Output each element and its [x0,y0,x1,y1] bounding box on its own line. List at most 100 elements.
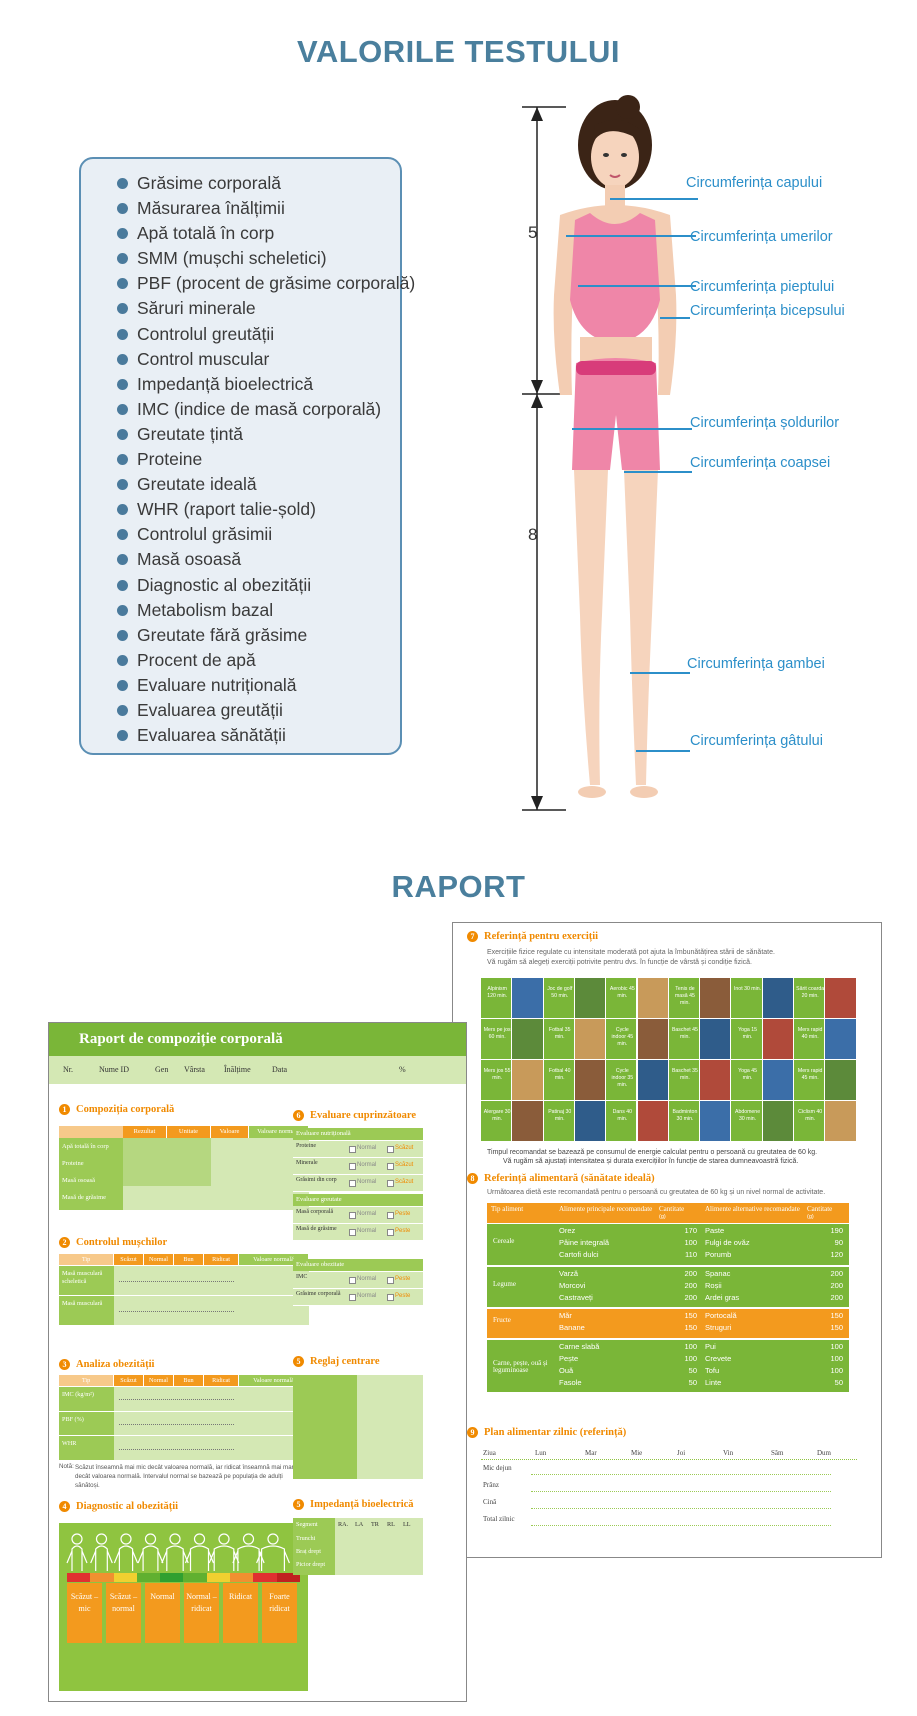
food-cell: Banane [559,1323,585,1333]
s1-col-header: Rezultat [123,1126,166,1138]
food-cell: 50 [688,1366,697,1375]
test-list-label: Greutate ideală [137,474,257,495]
checkbox[interactable] [387,1294,394,1301]
label-shoulder: Circumferința umerilor [690,229,833,245]
label-chest: Circumferința pieptului [690,279,835,295]
person-icon [137,1533,164,1571]
exercise-tile-label: Mers pe jos 60 min. [483,1027,511,1040]
header-field: Nr. [63,1065,73,1074]
food-cell: 90 [834,1238,843,1248]
person-icon [232,1533,265,1571]
bullet-icon [117,504,128,516]
food-cell: 200 [830,1280,843,1290]
exercise-photo [637,1019,668,1059]
test-list-label: Evaluarea greutății [137,699,283,720]
exercise-tile-label: Joc de golf 50 min. [547,986,573,999]
test-list-item: Metabolism bazal [117,598,415,623]
s6-block-title: Evaluare nutrițională [296,1130,351,1137]
range-col-header: Bun [174,1254,203,1265]
bullet-icon [117,704,128,716]
food-group-name: Carne, pește, ouă și leguminoase [493,1359,548,1374]
exercise-photo [512,1101,543,1141]
test-list-item: Evaluarea greutății [117,698,415,723]
bullet-icon [117,679,128,691]
obesity-level-label: Foarte ridicat [269,1592,290,1613]
range-col-header: Tip [59,1254,113,1265]
s6-row-label: Proteine [296,1143,316,1149]
food-cell: Fulgi de ovăz [705,1238,750,1248]
food-col-header: Cantitate [807,1205,833,1213]
range-col-header: Normal [144,1375,173,1386]
test-list-label: Metabolism bazal [137,599,274,620]
calf-line [630,672,690,674]
food-cell: Crevete [705,1353,732,1363]
report-page-1: Raport de compoziție corporală Nr.Nume I… [48,1022,467,1702]
bullet-icon [117,203,128,215]
checkbox[interactable] [349,1229,356,1236]
checkbox-label: Normal [357,1276,377,1282]
exercise-photo [637,1101,668,1141]
test-list-item: Proteine [117,447,415,472]
bullet-icon [117,178,128,189]
checkbox[interactable] [349,1294,356,1301]
meal-day-header: Dum [817,1449,831,1457]
range-track [119,1399,234,1401]
exercise-tile-label: Mers rapid 40 min. [797,1027,823,1040]
test-list-label: IMC (indice de masă corporală) [137,398,382,419]
food-cell: Pui [705,1341,716,1351]
bia-row-label: Trunchi [296,1535,316,1542]
checkbox[interactable] [387,1229,394,1236]
checkbox[interactable] [349,1180,356,1187]
bullet-icon [117,403,128,415]
food-unit: (g) [659,1214,666,1220]
checkbox[interactable] [387,1212,394,1219]
s3-note: Scăzut înseamnă mai mic decât valoarea n… [75,1464,298,1489]
exercise-tile-label: Fotbal 35 min. [548,1027,571,1040]
checkbox[interactable] [349,1277,356,1284]
header-field: Gen [155,1065,169,1074]
range-col-header: Normal [144,1254,173,1265]
test-list-label: Săruri minerale [137,298,256,319]
test-list-item: Masă osoasă [117,547,415,572]
food-cell: Porumb [705,1250,732,1260]
bullet-icon [117,303,128,315]
meal-day-header: Mar [585,1449,597,1457]
exercise-tile-label: Alergare 30 min. [483,1109,511,1122]
checkbox[interactable] [387,1277,394,1284]
test-list-item: Greutate țintă [117,422,415,447]
food-cell: Linte [705,1378,722,1388]
test-list-item: Apă totală în corp [117,221,415,246]
bullet-icon [117,454,128,466]
meal-day-header: Lun [535,1449,547,1457]
s1-row-label: Apă totală în corp [62,1143,109,1150]
food-cell: Fasole [559,1378,582,1388]
checkbox-label: Peste [395,1293,411,1299]
exercise-tile-label: Patinaj 30 min. [548,1109,572,1122]
checkbox[interactable] [349,1146,356,1153]
meal-day-header: Vin [723,1449,734,1457]
checkbox[interactable] [387,1163,394,1170]
checkbox[interactable] [349,1163,356,1170]
food-cell: 100 [684,1341,697,1351]
hip-line [572,428,692,430]
exercise-tile-label: Abdomene 30 min. [734,1109,761,1122]
bia-col-header: RA. [338,1521,349,1528]
food-group-name: Fructe [493,1316,511,1325]
food-col-header: Alimente alternative recomandate [705,1205,800,1213]
header-field: Nume ID [99,1065,129,1074]
checkbox[interactable] [387,1180,394,1187]
checkbox[interactable] [349,1212,356,1219]
exercise-photo [825,1060,856,1100]
checkbox-label: Normal [357,1293,377,1299]
s7-foot-2: Vă rugăm să ajustați intensitatea și dur… [503,1158,799,1165]
food-unit: (g) [807,1214,814,1220]
checkbox[interactable] [387,1146,394,1153]
range-track [119,1281,234,1282]
person-icon [208,1533,240,1571]
exercise-tile-label: Cycle indoor 45 min. [611,1027,634,1047]
checkbox-label: Normal [357,1145,377,1151]
s6-row-label: Grăsimi din corp [296,1177,337,1183]
